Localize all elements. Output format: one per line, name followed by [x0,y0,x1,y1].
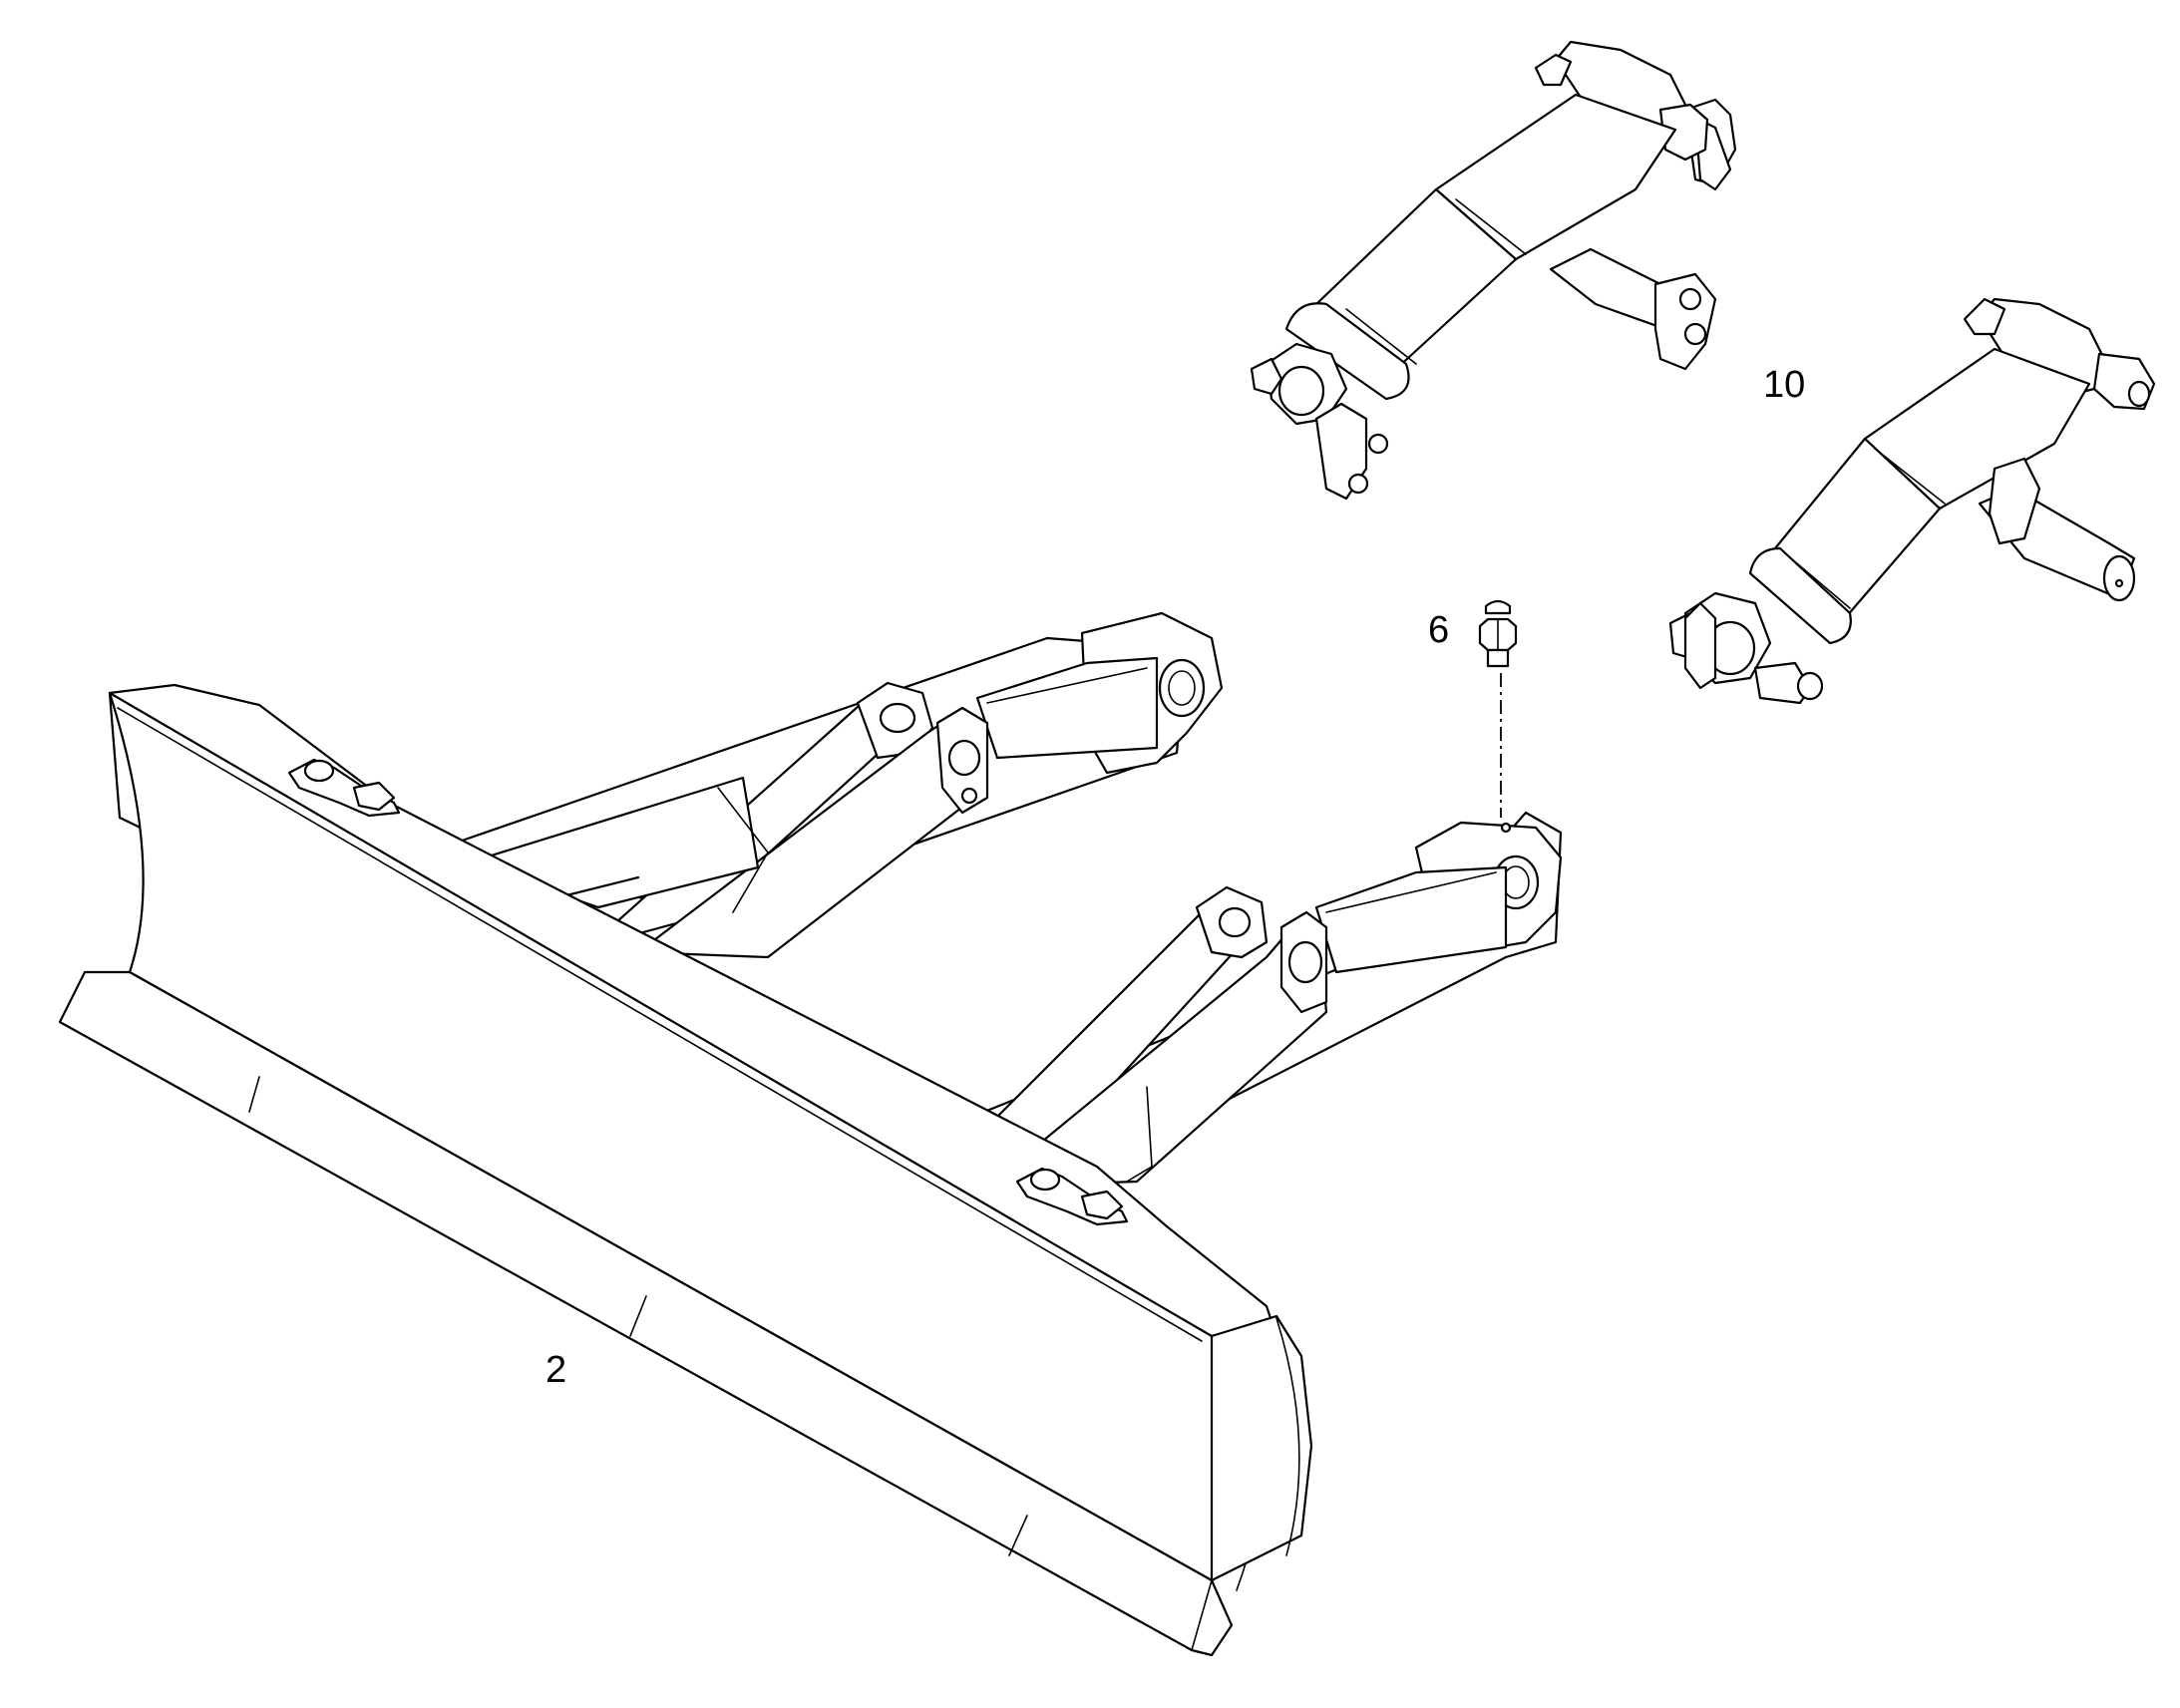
push-arm-upper [417,611,1224,959]
hydraulic-cylinder-upper [1250,40,1737,501]
callout-cylinders: 10 [1763,364,1806,406]
callout-grease-fitting: 6 [1428,609,1450,651]
callout-blade: 2 [545,1349,567,1391]
grease-fitting [1478,599,1518,818]
push-arm-lower [935,811,1563,1189]
moldboard [58,683,1313,1657]
blade-pivot-bracket-right [1015,1167,1129,1226]
dozer-blade-assembly [58,611,1563,1657]
hydraulic-cylinder-lower [1668,297,2156,705]
blade-pivot-bracket-left [287,758,401,818]
